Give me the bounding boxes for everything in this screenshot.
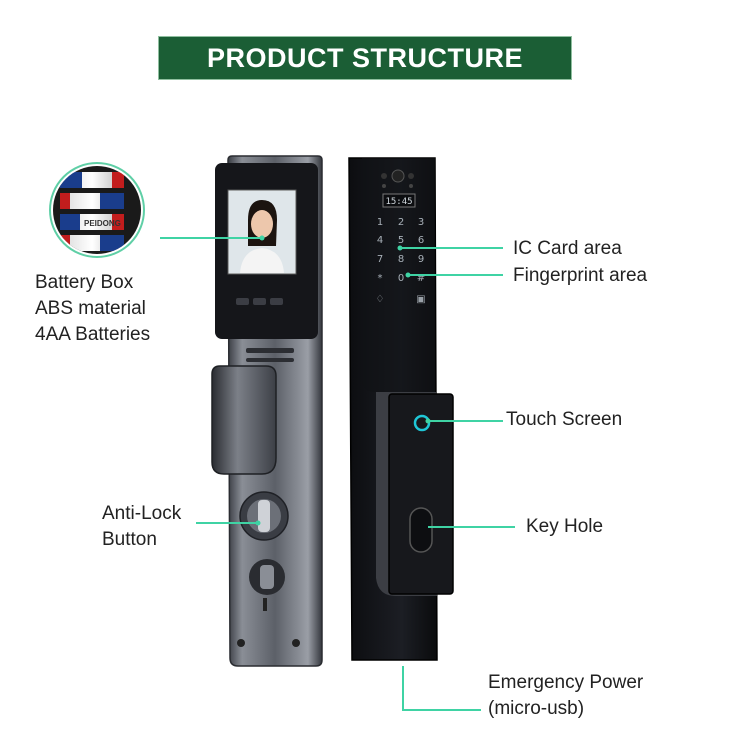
battery-box-label: Battery Box ABS material 4AA Batteries (35, 270, 150, 348)
keypad-digit: 0 (398, 273, 404, 284)
keypad-digit: 5 (398, 235, 404, 246)
title-banner: PRODUCT STRUCTURE (158, 36, 572, 80)
anti-lock-label: Anti-Lock Button (102, 501, 181, 553)
keypad: 1 2 3 4 5 6 7 8 9 * 0 # (377, 217, 425, 284)
key-hole-label: Key Hole (526, 516, 604, 537)
keypad-digit: 1 (377, 217, 383, 228)
keypad-digit: 6 (418, 235, 424, 246)
door-handle (211, 365, 277, 475)
anti-lock-line-2: Button (102, 529, 157, 550)
battery-cell (60, 172, 124, 188)
camera-sensors (381, 169, 414, 188)
leader-emergency (402, 666, 481, 711)
keypad-digit: 4 (377, 235, 383, 246)
emergency-power-label: Emergency Power (micro-usb) (488, 670, 643, 722)
keypad-digit: # (417, 273, 425, 284)
outer-lock-body (211, 155, 323, 667)
key-hole (409, 507, 433, 553)
battery-cell (60, 193, 124, 209)
lock-icon: ▣ (416, 294, 425, 305)
face-photo (229, 191, 295, 273)
doorbell-icon: ♢ (376, 294, 385, 305)
touch-screen-label: Touch Screen (506, 409, 623, 430)
screen-time: 15:45 (385, 197, 412, 207)
battery-label-line-1: Battery Box (35, 272, 134, 293)
keypad-digit: 9 (418, 254, 424, 265)
fingerprint-label: Fingerprint area (513, 265, 648, 286)
battery-inset: PEIDONG (49, 162, 145, 258)
battery-label-line-3: 4AA Batteries (35, 324, 151, 345)
keypad-digit: 2 (398, 217, 404, 228)
emergency-line-2: (micro-usb) (488, 698, 585, 719)
keypad-digit: 7 (377, 254, 383, 265)
side-lock-body: 15:45 1 2 3 4 5 6 7 8 9 * 0 # ♢ ▣ (348, 157, 454, 661)
keypad-digit: 8 (398, 254, 404, 265)
keypad-digit: 3 (418, 217, 424, 228)
grille-slot (246, 348, 294, 353)
grille-slot (246, 358, 294, 362)
battery-label-line-2: ABS material (35, 298, 146, 319)
ic-card-label: IC Card area (513, 238, 622, 259)
battery-brand: PEIDONG (84, 219, 121, 228)
touch-handle (388, 393, 454, 595)
display-buttons (236, 298, 283, 305)
anti-lock-line-1: Anti-Lock (102, 503, 182, 524)
leader-lines (160, 237, 515, 711)
emergency-line-1: Emergency Power (488, 672, 644, 693)
battery-cell: PEIDONG (60, 214, 124, 230)
keypad-digit: * (378, 273, 383, 284)
page-title: PRODUCT STRUCTURE (207, 42, 523, 73)
